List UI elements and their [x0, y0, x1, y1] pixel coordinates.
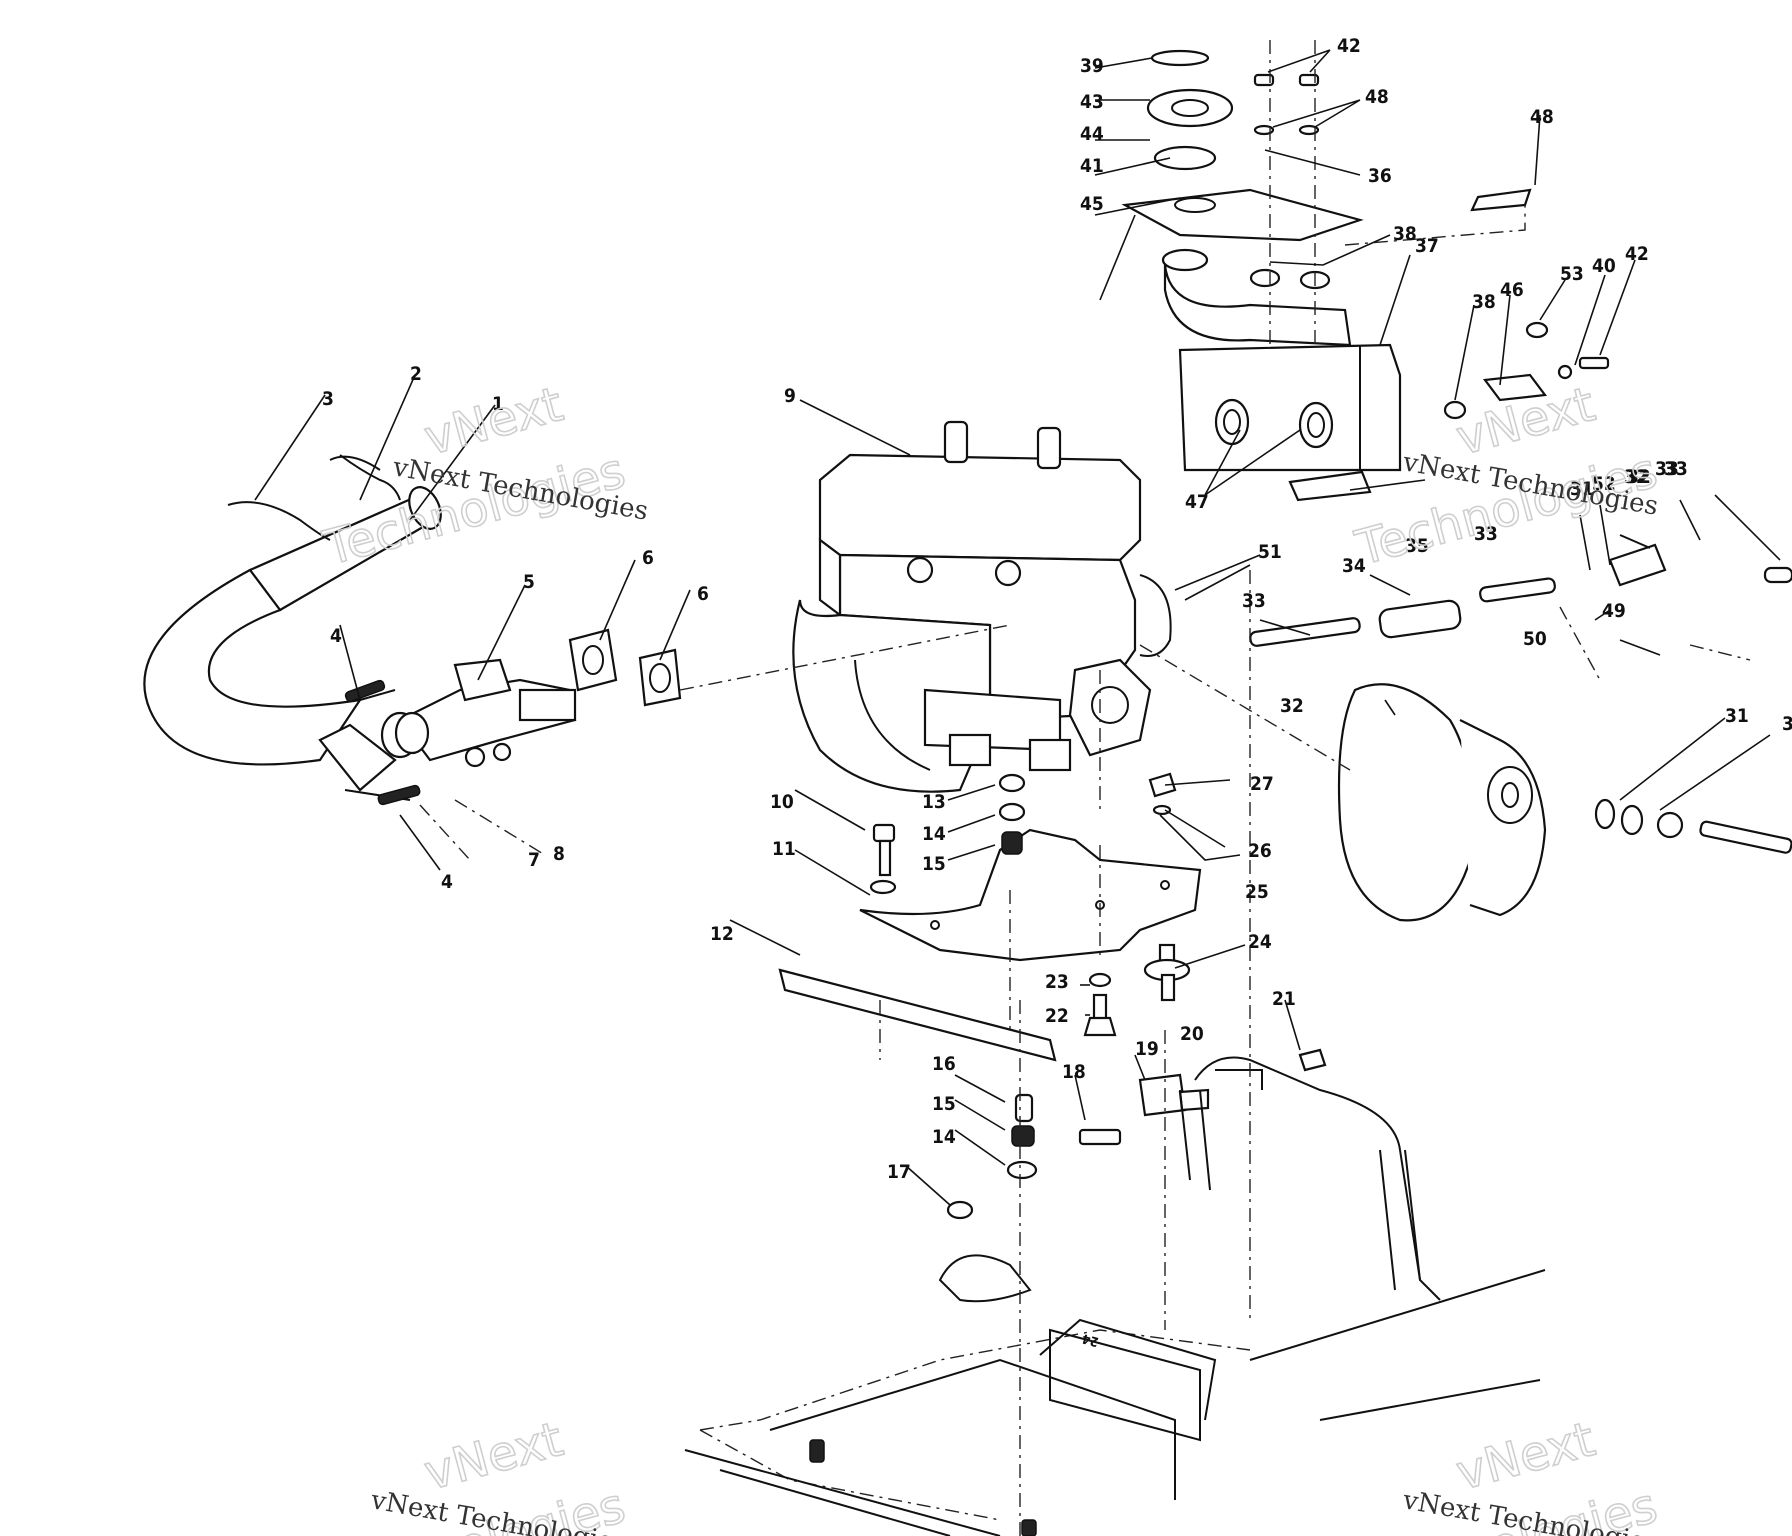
- callout-labels: 1 2 3 4 4 5 6 6 7 8 9 10 11 12 13 14 15 …: [322, 35, 1792, 1183]
- watermark-big-3a: vNext: [419, 1411, 569, 1501]
- callout-24: 24: [1248, 931, 1272, 953]
- callout-1: 1: [492, 393, 504, 415]
- callout-31: 31: [1725, 705, 1749, 727]
- box-label: 24: [1081, 1330, 1101, 1349]
- watermark-big-4a: vNext: [1451, 1411, 1601, 1501]
- callout-3: 3: [322, 388, 334, 410]
- callout-32c: 32: [1627, 466, 1651, 488]
- callout-22: 22: [1045, 1005, 1069, 1027]
- callout-43: 43: [1080, 91, 1104, 113]
- callout-11: 11: [772, 838, 796, 860]
- callout-37: 37: [1415, 235, 1439, 257]
- callout-4b: 4: [441, 871, 453, 893]
- callout-42a: 42: [1337, 35, 1361, 57]
- callout-52: 52: [1592, 473, 1616, 495]
- mount-hardware: [869, 772, 1327, 1220]
- callout-18: 18: [1062, 1061, 1086, 1083]
- callout-53: 53: [1560, 263, 1584, 285]
- callout-19: 19: [1135, 1038, 1159, 1060]
- callout-38a: 38: [1393, 223, 1417, 245]
- callout-6a: 6: [642, 547, 654, 569]
- air-box-assembly: [1121, 49, 1532, 502]
- engine-plate: [859, 828, 1202, 962]
- callout-16: 16: [932, 1053, 956, 1075]
- callout-42b: 42: [1625, 243, 1649, 265]
- callout-33d: 33: [1664, 458, 1688, 480]
- callout-31b: 31: [1570, 478, 1594, 500]
- callout-46: 46: [1500, 279, 1524, 301]
- callout-51: 51: [1258, 541, 1282, 563]
- engine-block: [792, 420, 1172, 793]
- exhaust-manifold: [394, 658, 577, 762]
- callout-45: 45: [1080, 193, 1104, 215]
- callout-34: 34: [1342, 555, 1366, 577]
- callout-40: 40: [1592, 255, 1616, 277]
- callout-13: 13: [922, 791, 946, 813]
- callout-2: 2: [410, 363, 422, 385]
- drive-clutch: [1337, 683, 1792, 922]
- callout-26: 26: [1248, 840, 1272, 862]
- callout-33c: 33: [1655, 458, 1679, 480]
- callout-4a: 4: [330, 625, 342, 647]
- callout-25: 25: [1245, 881, 1269, 903]
- callout-48a: 48: [1365, 86, 1389, 108]
- callout-38b: 38: [1472, 291, 1496, 313]
- bar-12: [778, 968, 1057, 1062]
- callout-27: 27: [1250, 773, 1274, 795]
- callout-33a: 33: [1242, 590, 1266, 612]
- callout-50: 50: [1523, 628, 1547, 650]
- callout-35: 35: [1405, 535, 1429, 557]
- callout-47: 47: [1185, 491, 1209, 513]
- callout-7: 7: [528, 849, 540, 871]
- callout-14b: 14: [932, 1126, 956, 1148]
- callout-9: 9: [784, 385, 796, 407]
- callout-48b: 48: [1530, 106, 1554, 128]
- callout-39: 39: [1080, 55, 1104, 77]
- callout-20: 20: [1180, 1023, 1204, 1045]
- callout-41: 41: [1080, 155, 1104, 177]
- callout-6b: 6: [697, 583, 709, 605]
- callout-17: 17: [887, 1161, 911, 1183]
- callout-21: 21: [1272, 988, 1296, 1010]
- callout-14a: 14: [922, 823, 946, 845]
- callout-15b: 15: [932, 1093, 956, 1115]
- callout-5: 5: [523, 571, 535, 593]
- gaskets: [568, 628, 682, 707]
- callout-8: 8: [553, 843, 565, 865]
- callout-15a: 15: [922, 853, 946, 875]
- callout-44: 44: [1080, 123, 1104, 145]
- fuel-line-parts: [1249, 534, 1792, 647]
- chassis-floor: [684, 1254, 1546, 1536]
- watermark-big-1a: vNext: [419, 376, 569, 466]
- callout-32a: 32: [1280, 695, 1304, 717]
- callout-49: 49: [1602, 600, 1626, 622]
- frame-tube: [1179, 1056, 1441, 1301]
- callout-36: 36: [1368, 165, 1392, 187]
- muffler-assembly: [143, 454, 442, 806]
- callout-33b: 33: [1474, 523, 1498, 545]
- callout-32b: 32: [1624, 466, 1648, 488]
- leader-lines: [254, 49, 1781, 1206]
- callout-3-right-edge: 3: [1782, 713, 1792, 735]
- callout-10: 10: [770, 791, 794, 813]
- callout-12: 12: [710, 923, 734, 945]
- alignment-lines: [419, 40, 1751, 1536]
- callout-23: 23: [1045, 971, 1069, 993]
